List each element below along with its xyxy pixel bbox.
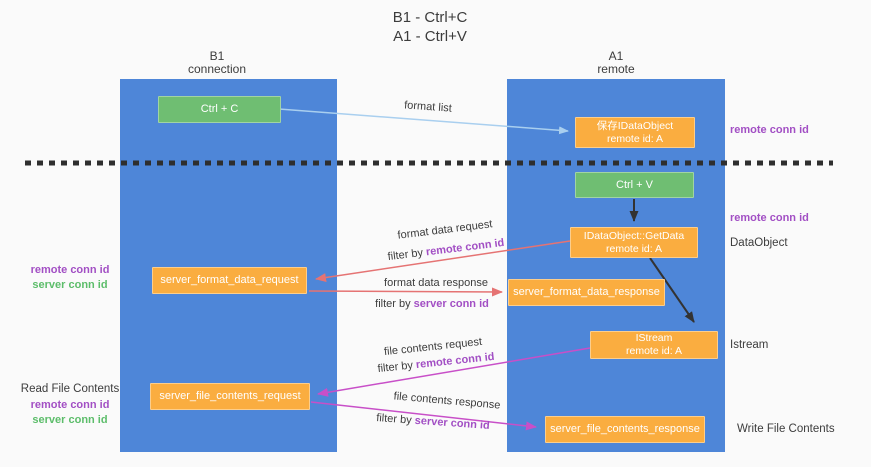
annotation-remote-conn-id-mid: remote conn id [730, 212, 809, 224]
node-ctrl-c-label: Ctrl + C [200, 103, 239, 115]
annotation-dataobject: DataObject [730, 237, 788, 249]
node-getdata-label: IDataObject::GetData [583, 229, 685, 242]
node-saved-idataobject: 保存IDataObject remote id: A [575, 117, 695, 148]
filter-prefix: filter by [387, 246, 427, 264]
annotation-server-conn-id: server conn id [32, 414, 108, 426]
node-istream: IStream remote id: A [590, 331, 718, 359]
flow-filter-file-contents-response: filter by server conn id [376, 412, 490, 432]
node-server-format-data-request: server_format_data_request [152, 267, 307, 294]
format-data-response-arrow [308, 287, 503, 297]
flow-label-format-data-response: format data response [384, 277, 488, 289]
node-server-format-data-response-label: server_format_data_response [513, 286, 660, 298]
filter-key-remote-conn-id: remote conn id [415, 350, 495, 372]
annotation-remote-conn-id: remote conn id [30, 399, 110, 411]
title-line-a1: A1 - Ctrl+V [393, 28, 467, 45]
filter-key-remote-conn-id: remote conn id [425, 236, 505, 259]
node-server-file-contents-response-label: server_file_contents_response [550, 423, 700, 435]
node-server-file-contents-request-label: server_file_contents_request [159, 390, 301, 402]
filter-prefix: filter by [375, 298, 414, 310]
diagram-title: B1 - Ctrl+C A1 - Ctrl+V [280, 8, 580, 46]
annotation-read-file-contents: Read File Contents [20, 383, 120, 395]
node-server-format-data-request-label: server_format_data_request [160, 274, 299, 286]
flow-filter-format-data-response: filter by server conn id [375, 298, 489, 310]
filter-prefix: filter by [375, 412, 416, 427]
node-saved-idataobject-label: 保存IDataObject [596, 119, 674, 132]
node-saved-idataobject-remote-id: remote id: A [606, 132, 664, 145]
node-ctrl-v: Ctrl + V [575, 172, 694, 198]
annotation-istream: Istream [730, 339, 769, 351]
node-idataobject-getdata: IDataObject::GetData remote id: A [570, 227, 698, 258]
flow-label-format-data-request: format data request [396, 218, 494, 242]
node-istream-label: IStream [635, 332, 673, 344]
node-server-format-data-response: server_format_data_response [508, 279, 665, 306]
node-istream-remote-id: remote id: A [625, 345, 683, 357]
annotation-remote-conn-id-top: remote conn id [730, 124, 809, 136]
title-line-b1: B1 - Ctrl+C [392, 9, 468, 26]
annotation-left-conn-ids-top: remote conn id server conn id [0, 263, 140, 293]
filter-prefix: filter by [377, 359, 417, 376]
filter-key-server-conn-id: server conn id [414, 414, 491, 432]
flow-label-file-contents-response: file contents response [393, 390, 501, 412]
node-ctrl-v-label: Ctrl + V [616, 178, 653, 191]
node-getdata-remote-id: remote id: A [605, 242, 663, 255]
lane-b1-subtitle: connection [187, 62, 247, 76]
flow-label-format-list: format list [403, 99, 453, 115]
lane-header-a1: A1 remote [546, 50, 686, 76]
lane-a1-name: A1 [608, 49, 624, 63]
node-ctrl-c: Ctrl + C [158, 96, 281, 123]
node-server-file-contents-request: server_file_contents_request [150, 383, 310, 410]
annotation-server-conn-id: server conn id [32, 279, 108, 291]
filter-key-server-conn-id: server conn id [413, 298, 489, 310]
node-server-file-contents-response: server_file_contents_response [545, 416, 705, 443]
lane-a1-subtitle: remote [597, 62, 635, 76]
lane-header-b1: B1 connection [147, 50, 287, 76]
annotation-left-conn-ids-bottom: remote conn id server conn id [0, 398, 140, 428]
annotation-remote-conn-id: remote conn id [30, 264, 110, 276]
annotation-write-file-contents: Write File Contents [737, 423, 835, 435]
lane-b1-name: B1 [209, 49, 225, 63]
